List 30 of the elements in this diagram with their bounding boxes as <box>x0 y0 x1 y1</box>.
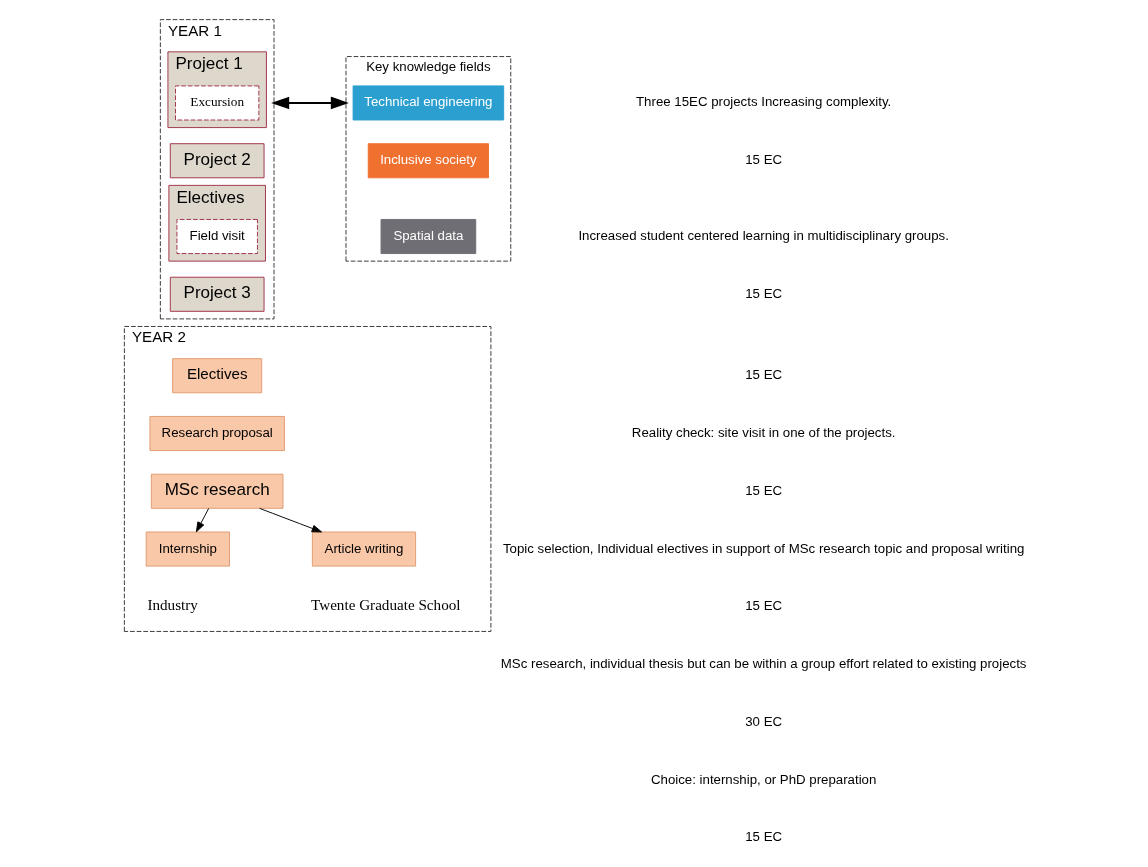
label: 15 EC <box>745 367 783 383</box>
node-box: Inclusive society <box>367 143 489 179</box>
node-box: Excursion <box>175 85 260 121</box>
label: 30 EC <box>745 713 783 729</box>
label: Reality check: site visit in one of the projects. <box>631 425 896 440</box>
label: 15 EC <box>745 482 783 498</box>
label: Choice: internship, or PhD preparation <box>650 771 877 787</box>
label: Three 15EC projects Increasing complexity. <box>636 94 892 110</box>
label: Topic selection, Individual electives in support of MSc research topic and proposal writing <box>502 540 1025 556</box>
label: 15 EC <box>745 152 783 168</box>
node-box: Project 3 <box>169 276 265 312</box>
node-box: Project 2 <box>169 143 265 179</box>
arrow <box>259 507 323 533</box>
arrow <box>195 507 210 533</box>
node-label: Twente Graduate School <box>311 596 461 614</box>
node-box: Article writing <box>311 531 417 567</box>
arrow <box>271 96 349 110</box>
node-box: Technical engineering <box>352 85 505 121</box>
label: MSc research, individual thesis but can be within a group effort related to existing projects <box>500 656 1027 672</box>
label: 15 EC <box>745 285 783 301</box>
node-box: Internship <box>145 531 230 567</box>
node-box: Research proposal <box>149 415 285 452</box>
label: 15 EC <box>745 829 783 845</box>
node-box: Electives <box>172 358 263 394</box>
label: 15 EC <box>745 598 783 614</box>
node-box: Field visit <box>176 219 258 255</box>
node-box: Spatial data <box>380 219 477 255</box>
label: Increased student centered learning in multidisciplinary groups. <box>578 228 949 244</box>
node-box: MSc research <box>150 473 284 509</box>
node-label: Industry <box>147 596 198 614</box>
